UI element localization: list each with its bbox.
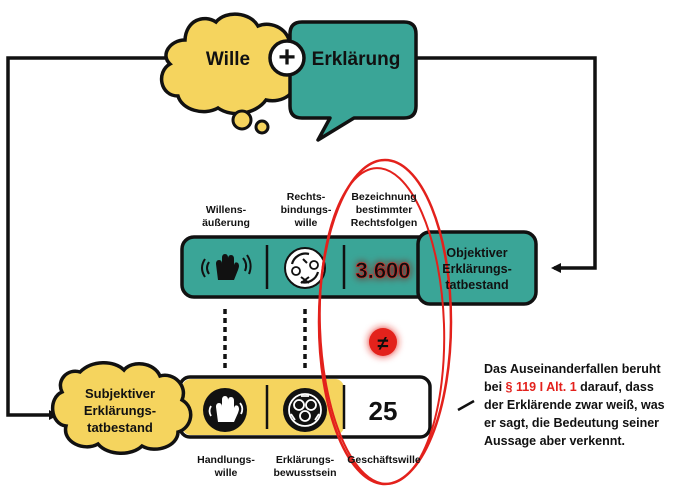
subjective-value: 25 <box>369 396 398 426</box>
note-pointer <box>457 399 475 412</box>
explanation-note: Das Auseinanderfallen beruht bei § 119 I… <box>484 360 674 450</box>
subjective-cloud <box>51 361 193 455</box>
highlight-ellipse <box>318 167 446 485</box>
note-text-end: darauf, dass der Erklärende zwar weiß, w… <box>484 380 665 448</box>
svg-text:≠: ≠ <box>378 333 389 355</box>
binding-will-icon <box>284 247 326 289</box>
objective-title: Objektiver Erklärungs- tatbestand <box>442 246 512 292</box>
arrow-to-subjective <box>6 56 168 420</box>
not-equal-icon: ≠ <box>369 328 397 356</box>
subjective-title: Subjektiver Erklärungs- tatbestand <box>83 386 157 435</box>
note-text-start: Das Auseinanderfallen beruht bei <box>484 362 661 394</box>
objective-value: 3.600 <box>355 258 410 283</box>
label-erklaerungsbewusstsein: Erklärungs- bewusstsein <box>273 454 337 479</box>
svg-text:+: + <box>278 41 296 74</box>
objective-tab <box>416 230 538 306</box>
speech-bubble-label: Erklärung <box>312 49 401 70</box>
label-geschaeftswille: Geschäftswille <box>347 454 421 466</box>
arrow-to-objective <box>416 56 597 273</box>
note-section-reference: § 119 I Alt. 1 <box>505 380 577 394</box>
awareness-icon <box>283 388 327 432</box>
label-rechtsbindungswille: Rechts- bindungs- wille <box>280 191 332 229</box>
plus-icon: + <box>268 39 306 77</box>
label-handlungswille: Handlungs- wille <box>197 454 255 479</box>
label-willensaeusserung: Willens- äußerung <box>202 204 250 229</box>
label-rechtsfolgen: Bezeichnung bestimmter Rechtsfolgen <box>350 191 418 229</box>
hand-wave-icon <box>201 254 252 280</box>
speech-bubble: Erklärung <box>288 20 418 142</box>
thought-bubble-label: Wille <box>206 49 250 70</box>
hand-raised-icon <box>203 388 247 432</box>
